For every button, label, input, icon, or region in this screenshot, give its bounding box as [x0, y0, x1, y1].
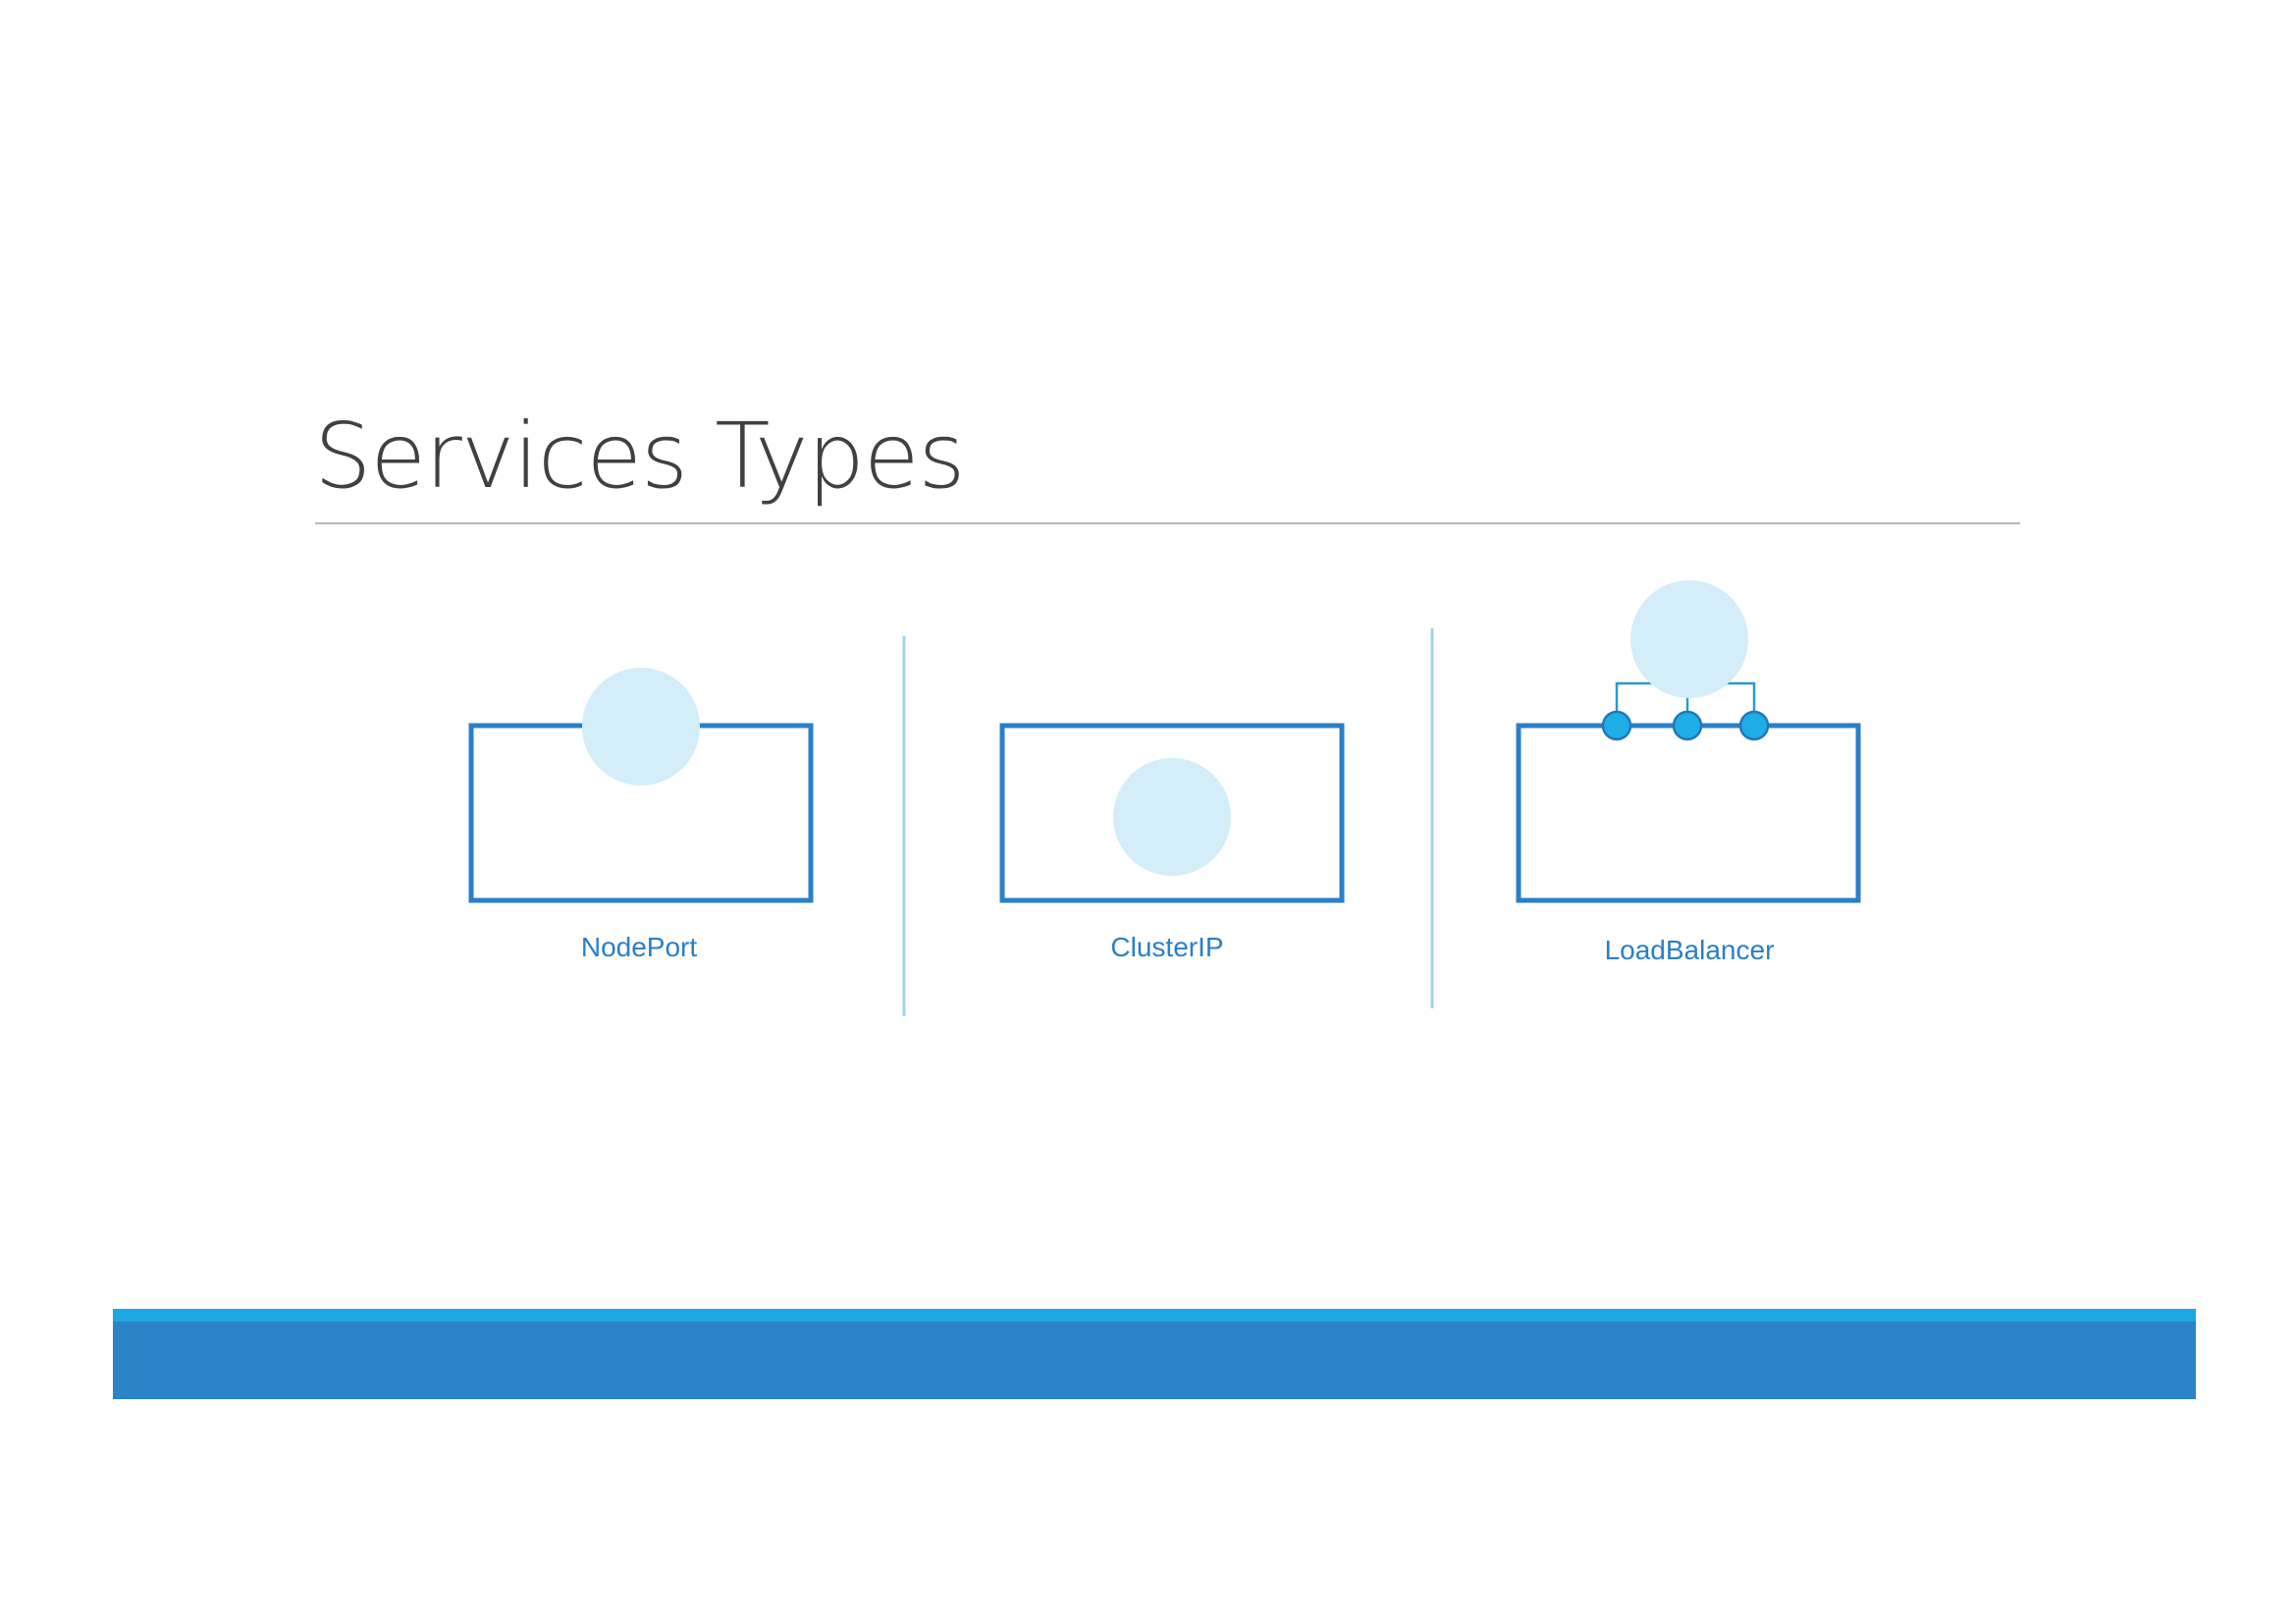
footer-accent-stripe	[113, 1309, 2196, 1322]
clusterip-node-box	[999, 723, 1345, 903]
loadbalancer-port-3	[1738, 710, 1770, 741]
loadbalancer-port-1	[1601, 710, 1632, 741]
clusterip-service-circle	[1113, 758, 1231, 876]
loadbalancer-diagram: LoadBalancer	[1516, 580, 1861, 965]
nodeport-diagram: NodePort	[468, 668, 814, 962]
loadbalancer-service-circle	[1630, 580, 1748, 698]
loadbalancer-label: LoadBalancer	[1605, 935, 1775, 965]
nodeport-label: NodePort	[581, 932, 698, 962]
loadbalancer-port-2	[1672, 710, 1703, 741]
nodeport-service-circle	[582, 668, 700, 785]
footer-bar	[113, 1322, 2196, 1399]
title-underline	[315, 522, 2020, 524]
loadbalancer-node-box	[1516, 723, 1861, 903]
slide-title: Services Types	[314, 404, 965, 509]
clusterip-diagram: ClusterIP	[999, 723, 1345, 962]
clusterip-label: ClusterIP	[1110, 932, 1223, 962]
